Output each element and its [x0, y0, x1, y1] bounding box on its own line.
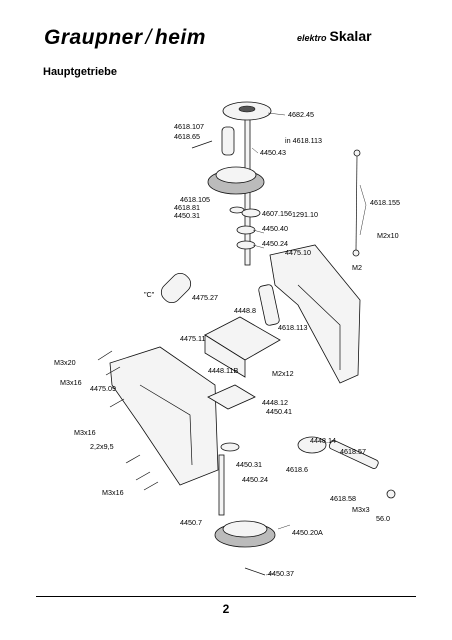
- pin: [191, 140, 213, 149]
- part-label: M3x3: [352, 505, 370, 514]
- part-label: 1291.10: [292, 210, 318, 219]
- leader-line: [359, 204, 367, 236]
- part-label: 4448.12: [262, 398, 288, 407]
- part-label: "C": [144, 290, 155, 299]
- product-prefix: elektro: [297, 33, 327, 43]
- upper-gear-hub: [215, 166, 257, 184]
- brand-slash: /: [145, 26, 152, 49]
- bushing: [221, 126, 235, 156]
- exploded-view-svg: 4682.45 4618.107 4618.65 in 4618.113 445…: [54, 101, 400, 578]
- part-label: 4450.41: [266, 407, 292, 416]
- part-label: 4450.20A: [292, 528, 323, 537]
- part-label: 4618.107: [174, 122, 204, 131]
- part-label: 4618.65: [174, 132, 200, 141]
- output-cap: [386, 489, 396, 499]
- brand-logo: Graupner/heim: [44, 26, 206, 50]
- section-title: Hauptgetriebe: [43, 66, 117, 78]
- leader-line: [267, 112, 286, 116]
- screw: [97, 350, 113, 361]
- left-frame: [109, 346, 219, 486]
- part-label: 4450.37: [268, 569, 294, 578]
- part-label: M2x12: [272, 369, 294, 378]
- bearing-middle: [236, 225, 256, 235]
- part-label: 4618.81: [174, 203, 200, 212]
- brand-name-second: heim: [154, 26, 206, 49]
- part-label: 4450.31: [174, 211, 200, 220]
- servo-block: [207, 384, 256, 410]
- part-label: M3x20: [54, 358, 76, 367]
- part-label: 4448.14: [310, 436, 336, 445]
- rod-end-bottom: [352, 249, 360, 257]
- right-frame-rib: [297, 284, 341, 370]
- leader-line: [252, 229, 265, 234]
- screw: [143, 481, 159, 491]
- part-label: 4618.105: [180, 195, 210, 204]
- part-label: 4450.31: [236, 460, 262, 469]
- screw: [125, 454, 141, 464]
- page-number: 2: [222, 602, 230, 616]
- rod-end-top: [353, 149, 361, 157]
- part-label: 4450.7: [180, 518, 202, 527]
- bearing-lower: [236, 240, 256, 250]
- output-shaft: [328, 439, 379, 469]
- part-label: M2: [352, 263, 362, 272]
- linkage-rod: [355, 154, 358, 251]
- part-label: 4607.156: [262, 209, 292, 218]
- right-frame: [269, 244, 361, 384]
- left-frame-rib: [139, 384, 193, 466]
- screw: [109, 398, 125, 408]
- part-label: 56.0: [376, 514, 390, 523]
- screw: [135, 471, 151, 481]
- part-label: 4618.113: [278, 323, 307, 332]
- lower-shaft: [218, 454, 225, 516]
- brand-name: Graupner: [44, 26, 143, 49]
- lower-bearing: [220, 442, 240, 452]
- center-block-side: [204, 334, 246, 378]
- part-label: 4448.8: [234, 306, 256, 315]
- product-name: Skalar: [329, 28, 372, 44]
- part-label: 4450.43: [260, 148, 286, 157]
- part-label: 2,2x9,5: [90, 442, 114, 451]
- part-label: 4618.58: [330, 494, 356, 503]
- main-gear-hub: [222, 520, 268, 538]
- part-label: 4475.11: [180, 334, 205, 343]
- part-label: 4618.6: [286, 465, 308, 474]
- part-label: 4450.24: [262, 239, 288, 248]
- upright-block: [258, 284, 280, 326]
- swashplate-hub: [238, 105, 256, 113]
- part-label: 4475.10: [285, 248, 311, 257]
- exploded-view-diagram: 4682.45 4618.107 4618.65 in 4618.113 445…: [40, 85, 420, 580]
- part-label: 4448.11B: [208, 366, 238, 375]
- bearing-upper: [241, 208, 261, 218]
- part-label: 4475.27: [192, 293, 218, 302]
- footer-rule: [36, 596, 416, 597]
- part-label: M3x16: [60, 378, 82, 387]
- output-housing: [297, 436, 327, 454]
- leader-line: [265, 572, 275, 576]
- part-label: M2x10: [377, 231, 399, 240]
- part-label: 4682.45: [288, 110, 314, 119]
- part-label: in 4618.113: [285, 136, 322, 145]
- leader-line: [251, 147, 259, 154]
- washer: [229, 206, 245, 214]
- part-label: 4475.09: [90, 384, 116, 393]
- leader-line: [252, 244, 265, 249]
- part-label: 4618.155: [370, 198, 400, 207]
- leader-line: [359, 184, 367, 206]
- motor-cylinder: [160, 272, 192, 304]
- part-label: M3x16: [102, 488, 124, 497]
- part-label: 4450.40: [262, 224, 288, 233]
- part-label: 4618.57: [340, 447, 366, 456]
- gear-pin: [244, 567, 266, 576]
- part-label: 4450.24: [242, 475, 268, 484]
- part-label: M3x16: [74, 428, 96, 437]
- screw: [105, 366, 121, 376]
- leader-line: [277, 524, 291, 530]
